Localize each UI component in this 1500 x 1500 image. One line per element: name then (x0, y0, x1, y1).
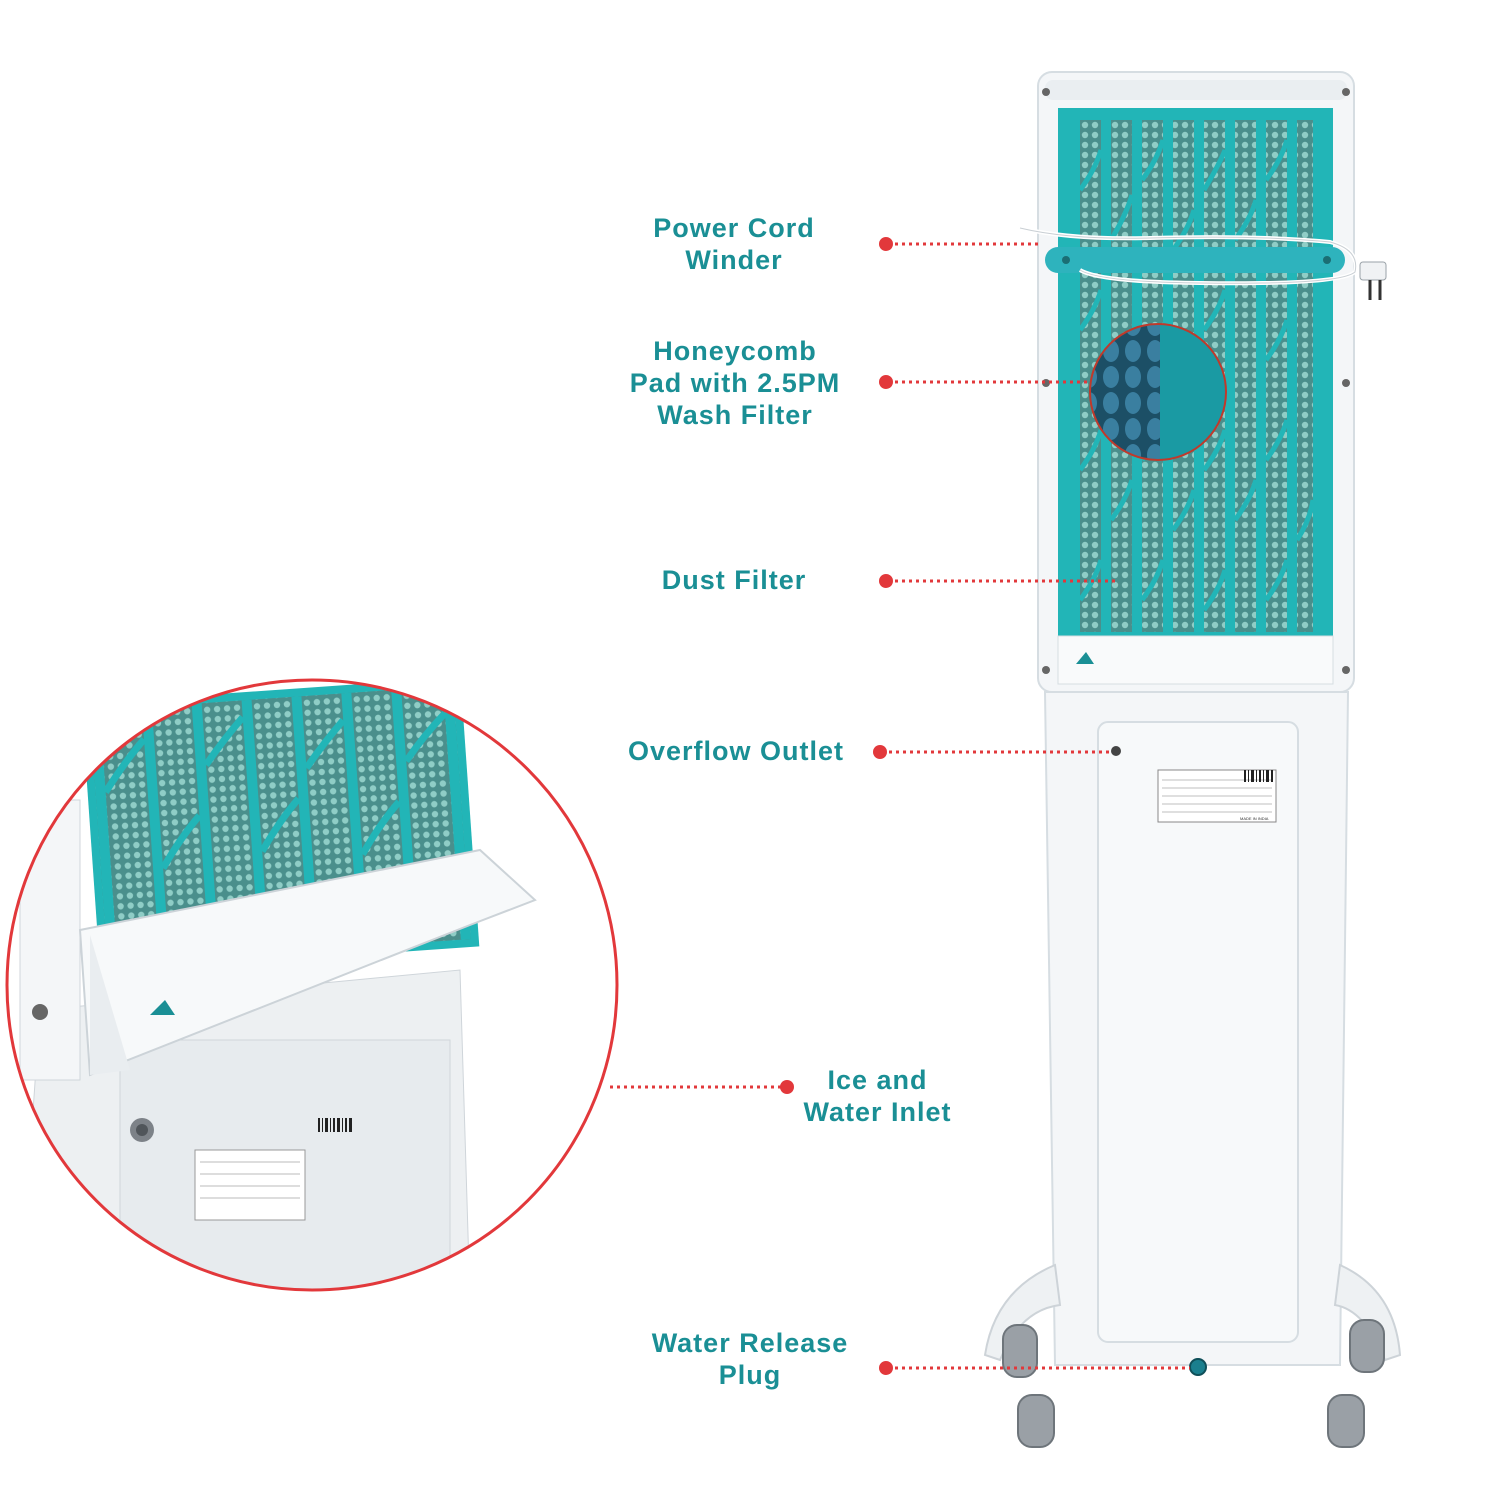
callout-line: Pad with 2.5PM (629, 368, 841, 398)
brand-logo (1076, 652, 1094, 664)
leader-lines (610, 242, 1190, 1370)
callout-line: Plug (718, 1360, 782, 1390)
filter-ledge (1057, 635, 1334, 685)
callout-line: Winder (685, 245, 783, 275)
callout-line: Honeycomb (653, 336, 817, 366)
caster-wheels (1002, 1319, 1385, 1448)
barcode (1244, 770, 1273, 782)
inlet-zoom-circle (5, 678, 619, 1292)
callout-line: Overflow Outlet (627, 736, 845, 766)
callout-ice-water-inlet: Ice and Water Inlet (780, 1064, 975, 1128)
cooler-base (983, 1263, 1402, 1362)
power-cord-winder (1045, 247, 1345, 273)
leader-dots (780, 237, 893, 1375)
honeycomb-pad-zoom (1089, 323, 1227, 461)
screws (1042, 88, 1350, 674)
water-tank-panel (1097, 721, 1299, 1343)
rating-label: MADE IN INDIA (1157, 769, 1277, 823)
power-plug (1359, 261, 1387, 281)
callout-line: Wash Filter (657, 400, 813, 430)
callout-line: Power Cord (653, 213, 815, 243)
callout-water-release-plug: Water Release Plug (636, 1327, 864, 1391)
cooler-tower: MADE IN INDIA (983, 71, 1402, 1448)
callout-line: Water Inlet (803, 1097, 952, 1127)
zoom-circle-border (5, 678, 619, 1292)
callout-honeycomb-pad: Honeycomb Pad with 2.5PM Wash Filter (620, 335, 850, 431)
water-release-plug (1189, 1358, 1207, 1376)
overflow-outlet-hole (1111, 746, 1121, 756)
callout-line: Water Release (651, 1328, 849, 1358)
callout-overflow-outlet: Overflow Outlet (614, 735, 858, 767)
callout-line: Ice and (827, 1065, 928, 1095)
callout-line: Dust Filter (661, 565, 807, 595)
label-made-in: MADE IN INDIA (1240, 816, 1269, 821)
callout-power-cord-winder: Power Cord Winder (634, 212, 834, 276)
callout-dust-filter: Dust Filter (634, 564, 834, 596)
